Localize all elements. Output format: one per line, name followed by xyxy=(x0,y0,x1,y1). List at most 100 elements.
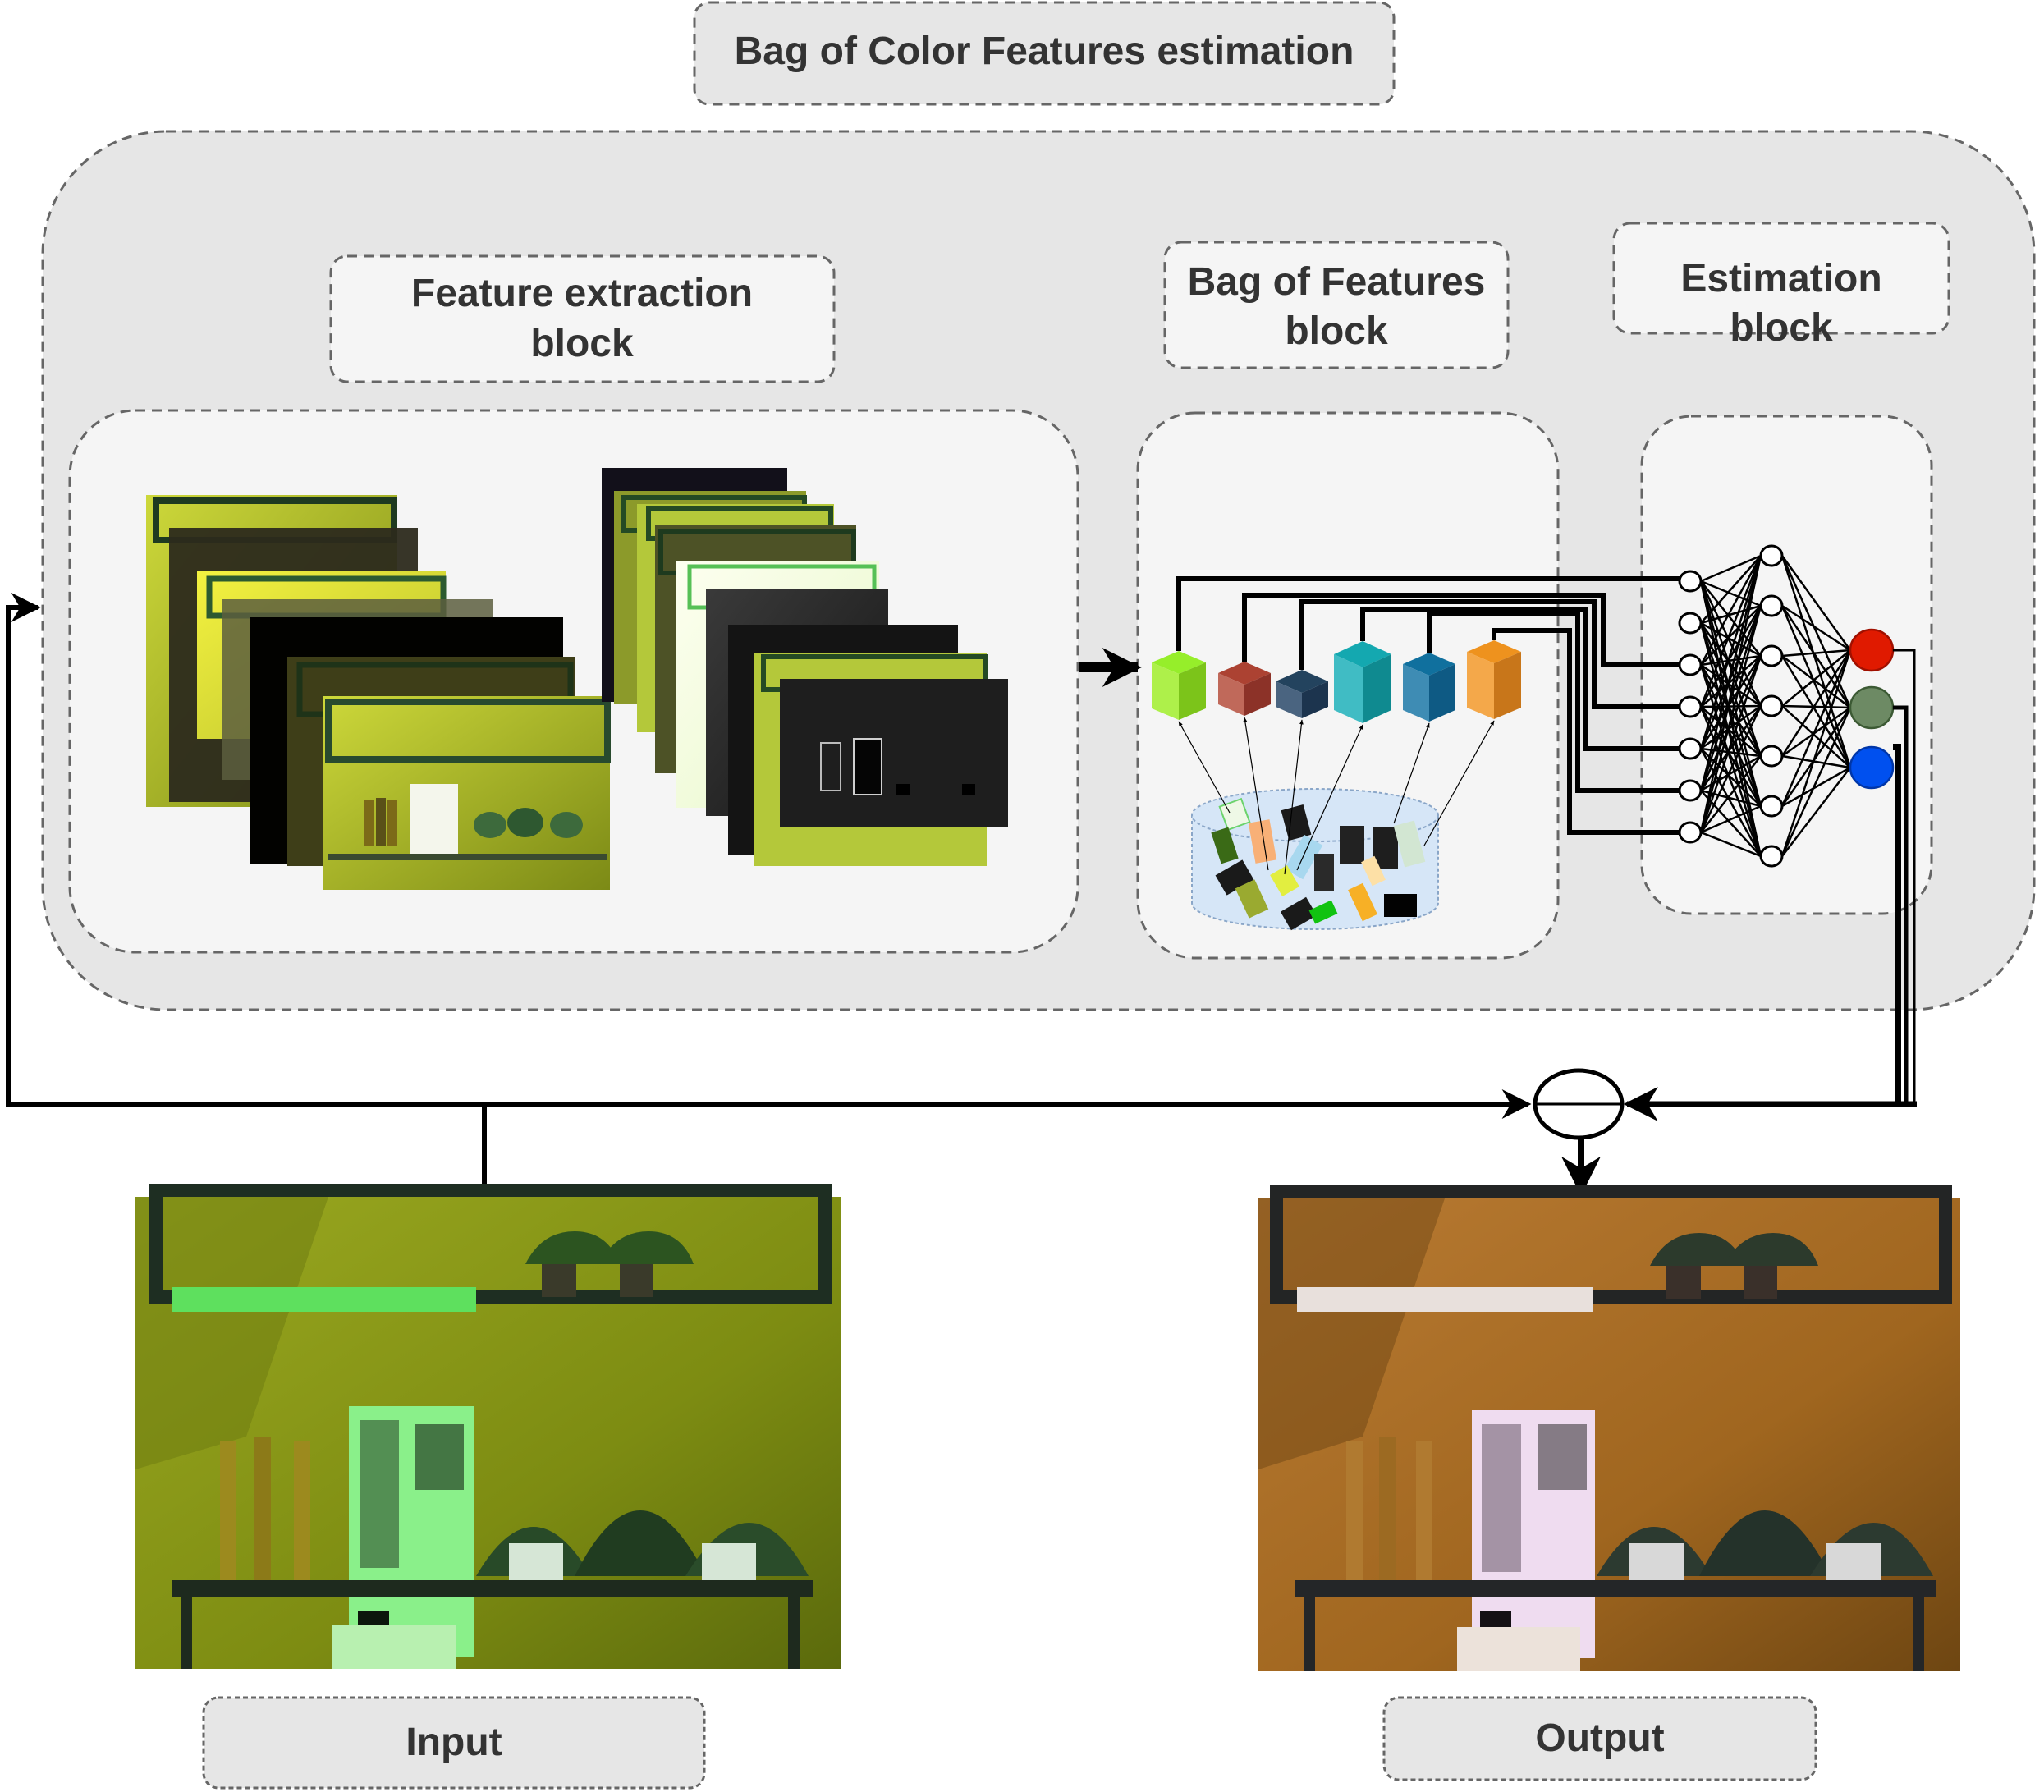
network-edge xyxy=(1781,705,1851,768)
feature-extraction-label-line1: Feature extraction xyxy=(411,272,753,315)
network-edge xyxy=(1700,554,1762,583)
network-edge xyxy=(1780,605,1852,768)
network-edge xyxy=(1699,705,1762,833)
input-neuron xyxy=(1678,779,1703,802)
network-edge xyxy=(1781,649,1851,658)
green-output-line xyxy=(1893,705,1909,1105)
input-neuron xyxy=(1678,821,1703,844)
routing-line xyxy=(1492,628,1680,835)
network-edge xyxy=(1700,654,1762,667)
routing-line xyxy=(1299,599,1680,709)
network-edge xyxy=(1780,605,1852,708)
output-neuron-red xyxy=(1849,628,1895,672)
input-label-box: Input xyxy=(202,1696,706,1790)
bag-of-features-cylinder xyxy=(1191,788,1439,931)
output-image xyxy=(1258,1185,1960,1671)
input-image xyxy=(135,1184,841,1669)
network-edge xyxy=(1700,663,1762,708)
estimation-output-lines xyxy=(1893,649,1916,1107)
estimation-label-box: Estimation block xyxy=(1612,222,1950,350)
network-edge xyxy=(1699,605,1762,833)
network-edge xyxy=(1781,655,1851,708)
network-edge xyxy=(1780,649,1852,857)
feature-cube-teal xyxy=(1334,641,1391,723)
feature-cube-orange xyxy=(1467,640,1521,719)
output-neuron-green xyxy=(1849,685,1895,730)
estimation-label-line1: Estimation xyxy=(1680,257,1881,300)
network-edge xyxy=(1700,655,1762,708)
patch-to-cube-arrow xyxy=(1423,720,1495,846)
network-edge xyxy=(1699,622,1762,707)
feature-cubes xyxy=(1152,640,1521,875)
feature-cube-brick xyxy=(1218,662,1271,716)
blue-output-line xyxy=(1893,744,1901,1104)
feature-map xyxy=(780,679,1008,827)
network-edge xyxy=(1699,664,1762,857)
network-edge xyxy=(1699,622,1762,857)
network-edge xyxy=(1781,706,1851,758)
input-neuron xyxy=(1678,612,1703,635)
routing-line xyxy=(1242,593,1680,667)
network-edge xyxy=(1700,755,1762,833)
feature-extraction-label-line2: block xyxy=(530,322,634,365)
network-edge xyxy=(1780,649,1852,757)
hidden-neuron xyxy=(1759,594,1784,617)
network-edge xyxy=(1700,804,1762,834)
network-edge xyxy=(1700,605,1762,666)
input-neuron xyxy=(1678,737,1703,760)
input-neuron xyxy=(1678,695,1703,718)
network-edge xyxy=(1699,655,1762,791)
network-edge xyxy=(1699,555,1762,708)
title-box: Bag of Color Features estimation xyxy=(693,1,1396,106)
output-label: Output xyxy=(1535,1716,1664,1760)
network-edge xyxy=(1700,604,1762,625)
network-edge xyxy=(1780,555,1852,651)
routing-line xyxy=(1427,612,1680,793)
input-neuron xyxy=(1678,653,1703,676)
hidden-neuron xyxy=(1759,644,1784,667)
network-edge xyxy=(1700,831,1762,858)
network-edge xyxy=(1699,555,1762,791)
routing-line xyxy=(1360,607,1680,751)
division-operator-icon xyxy=(1533,1068,1625,1140)
network-edge xyxy=(1699,555,1762,666)
feature-patches xyxy=(1211,797,1426,931)
patch-to-cube-arrow xyxy=(1178,721,1231,814)
network-edge xyxy=(1699,555,1762,749)
network-edges xyxy=(1699,554,1852,858)
network-edge xyxy=(1699,555,1762,833)
output-label-box: Output xyxy=(1382,1696,1817,1781)
network-edge xyxy=(1780,649,1852,807)
input-label: Input xyxy=(406,1721,502,1764)
title-label: Bag of Color Features estimation xyxy=(735,30,1354,73)
feature-cube-lime xyxy=(1152,651,1206,720)
hidden-neuron xyxy=(1759,845,1784,868)
feature-cube-steel-blue xyxy=(1403,653,1455,722)
network-edge xyxy=(1781,766,1851,808)
network-edge xyxy=(1780,655,1852,768)
network-edge xyxy=(1700,704,1762,750)
hidden-neuron xyxy=(1759,694,1784,717)
network-edge xyxy=(1699,705,1762,791)
network-edge xyxy=(1781,649,1851,707)
output-neuron-blue xyxy=(1849,745,1895,790)
bag-of-features-label-line2: block xyxy=(1285,309,1388,353)
red-output-line xyxy=(1893,649,1916,1107)
network-nodes xyxy=(1678,544,1895,868)
patch-to-cube-arrow xyxy=(1284,719,1304,875)
feature-map-stack-a xyxy=(146,495,611,890)
network-edge xyxy=(1781,754,1851,769)
network-edge xyxy=(1699,605,1762,708)
patch-to-cube-arrow xyxy=(1296,724,1363,871)
estimation-label-line2: block xyxy=(1730,306,1833,350)
feedback-lines xyxy=(6,593,1917,1197)
network-edge xyxy=(1700,621,1762,658)
network-edge xyxy=(1780,707,1852,857)
routing-line xyxy=(1176,576,1680,651)
hidden-neuron xyxy=(1759,745,1784,768)
network-edge xyxy=(1699,622,1762,807)
hidden-neuron xyxy=(1759,795,1784,818)
feature-map-stack-b xyxy=(602,468,1008,866)
bag-of-features-label-box: Bag of Features block xyxy=(1163,241,1510,369)
